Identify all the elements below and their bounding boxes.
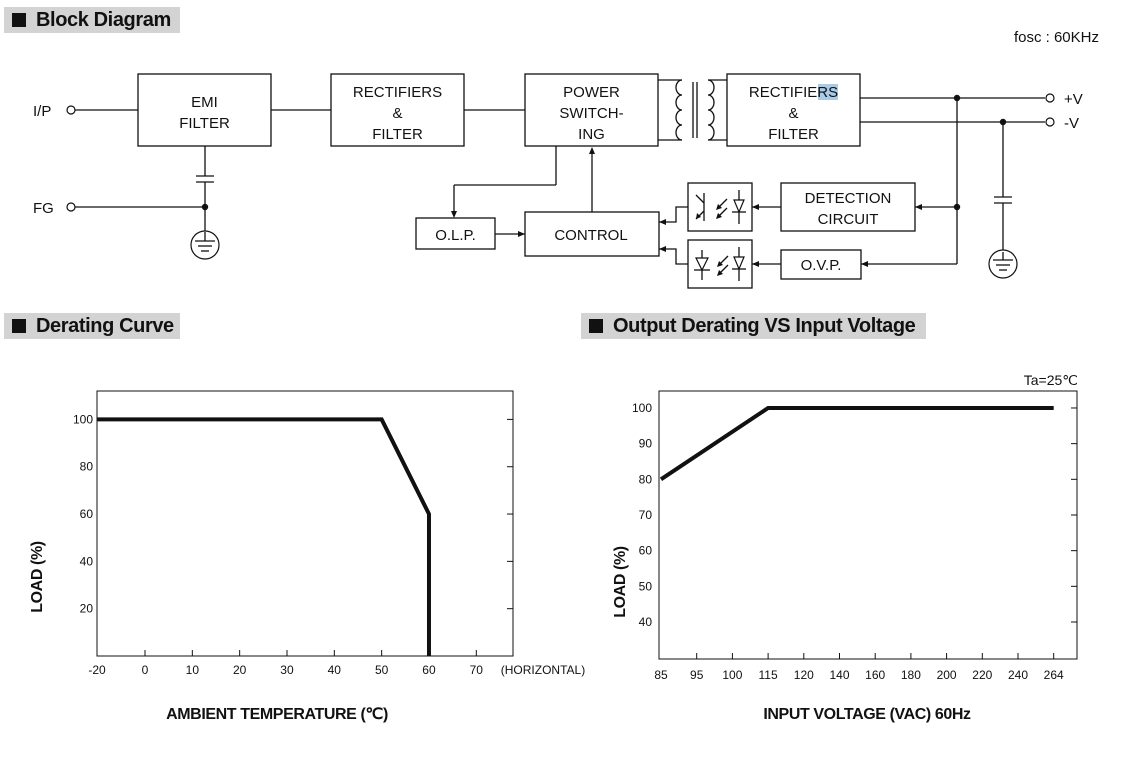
chart2-x-tick-label: 160 [865, 668, 885, 682]
emi-filter-block [137, 73, 272, 147]
chart1-x-tick-label: 60 [422, 663, 436, 677]
output-derating-header: Output Derating VS Input Voltage [581, 313, 926, 339]
chart1-y-tick-label: 100 [73, 412, 93, 426]
chart1-y-tick-label: 20 [80, 602, 94, 616]
block-diagram-title: Block Diagram [36, 8, 171, 31]
chart2-y-tick-label: 100 [632, 401, 652, 415]
input-rectifiers-filter-block [330, 73, 465, 147]
input-rectifiers-label: & [392, 105, 402, 122]
chart2-x-tick-label: 220 [972, 668, 992, 682]
ground-icon [190, 230, 220, 260]
vneg-terminal-label: -V [1064, 115, 1079, 132]
chart1-x-tick-label: 50 [375, 663, 389, 677]
chart2-y-tick-label: 70 [639, 508, 653, 522]
power-switching-label: SWITCH- [559, 105, 623, 122]
square-bullet-icon [589, 319, 603, 333]
chart2-x-axis-label: INPUT VOLTAGE (VAC) 60Hz [763, 706, 971, 723]
chart1-plot-frame [96, 390, 514, 657]
output-rectifiers-label: RECTIFIERS [749, 84, 838, 101]
chart1-x-tick-label: 10 [186, 663, 200, 677]
chart1-y-tick-label: 40 [80, 554, 94, 568]
control-label: CONTROL [554, 227, 627, 244]
derating-curve-chart: -20 0 10 20 30 40 50 60 70 20 40 60 80 100 (HORIZONT… [29, 390, 585, 723]
chart1-y-tick-label: 80 [80, 460, 94, 474]
vneg-terminal [1045, 117, 1055, 127]
emi-filter-label: EMI [191, 94, 218, 111]
chart1-y-tick-label: 60 [80, 507, 94, 521]
ovp-block [780, 249, 862, 280]
block-diagram: fosc : 60KHz I/P FG [33, 29, 1099, 289]
vpos-terminal [1045, 93, 1055, 103]
output-rectifiers-label: & [788, 105, 798, 122]
chart2-x-tick-label: 180 [901, 668, 921, 682]
chart1-x-tick-label: 70 [470, 663, 484, 677]
output-derating-chart: Ta=25℃ 85 95 100 115 120 140 160 180 200 220 240 26… [612, 372, 1078, 723]
emi-filter-label: FILTER [179, 115, 230, 132]
chart2-y-axis-label: LOAD (%) [612, 546, 629, 618]
ip-terminal-label: I/P [33, 103, 51, 120]
olp-label: O.L.P. [435, 227, 476, 244]
power-switching-label: POWER [563, 84, 620, 101]
derating-curve-title: Derating Curve [36, 314, 174, 337]
chart2-x-tick-label: 95 [690, 668, 704, 682]
chart1-x-tick-label: 40 [328, 663, 342, 677]
chart2-x-tick-label: 264 [1044, 668, 1064, 682]
chart1-x-tick-label: 0 [142, 663, 149, 677]
chart2-plot-frame [658, 390, 1078, 660]
input-rectifiers-label: RECTIFIERS [353, 84, 442, 101]
vpos-terminal-label: +V [1064, 91, 1083, 108]
chart2-x-tick-label: 85 [654, 668, 668, 682]
chart2-x-tick-label: 200 [937, 668, 957, 682]
optocoupler-icon [687, 239, 753, 289]
optocoupler-icon [687, 182, 753, 232]
control-block [524, 211, 660, 257]
chart2-y-tick-label: 80 [639, 472, 653, 486]
detection-circuit-label: DETECTION [805, 190, 892, 207]
text-selection-highlight [818, 84, 838, 100]
detection-circuit-block [780, 182, 916, 232]
fg-terminal-label: FG [33, 200, 54, 217]
power-switching-block [524, 73, 659, 147]
chart2-x-tick-label: 100 [722, 668, 742, 682]
chart2-x-tick-label: 120 [794, 668, 814, 682]
derating-curve-header: Derating Curve [4, 313, 180, 339]
chart2-y-tick-label: 60 [639, 544, 653, 558]
olp-block [415, 217, 496, 250]
chart2-x-tick-label: 240 [1008, 668, 1028, 682]
square-bullet-icon [12, 319, 26, 333]
chart1-series-line [97, 417, 431, 656]
chart1-x-tick-label: -20 [88, 663, 106, 677]
detection-circuit-label: CIRCUIT [818, 211, 879, 228]
chart2-series-line [659, 405, 1054, 481]
transformer-icon [658, 79, 727, 141]
output-rectifiers-label: FILTER [768, 126, 819, 143]
chart1-x-extra-label: (HORIZONTAL) [501, 663, 585, 677]
block-diagram-header: Block Diagram [4, 7, 180, 33]
chart2-y-tick-label: 50 [639, 579, 653, 593]
chart1-y-axis-label: LOAD (%) [29, 541, 46, 613]
ip-terminal [66, 105, 76, 115]
ground-icon [988, 249, 1018, 279]
fosc-label: fosc : 60KHz [1014, 29, 1099, 46]
output-derating-title: Output Derating VS Input Voltage [613, 314, 916, 337]
ovp-label: O.V.P. [801, 257, 842, 274]
chart2-y-tick-label: 90 [639, 437, 653, 451]
chart2-y-tick-label: 40 [639, 615, 653, 629]
square-bullet-icon [12, 13, 26, 27]
chart2-annotation: Ta=25℃ [1024, 372, 1078, 388]
input-rectifiers-label: FILTER [372, 126, 423, 143]
diagram-wires [75, 94, 1045, 267]
chart1-x-tick-label: 30 [280, 663, 294, 677]
power-switching-label: ING [578, 126, 605, 143]
chart2-x-tick-label: 115 [759, 668, 778, 682]
chart1-x-axis-label: AMBIENT TEMPERATURE (℃) [166, 706, 388, 723]
fg-terminal [66, 202, 76, 212]
chart1-x-tick-label: 20 [233, 663, 247, 677]
chart2-x-tick-label: 140 [829, 668, 849, 682]
